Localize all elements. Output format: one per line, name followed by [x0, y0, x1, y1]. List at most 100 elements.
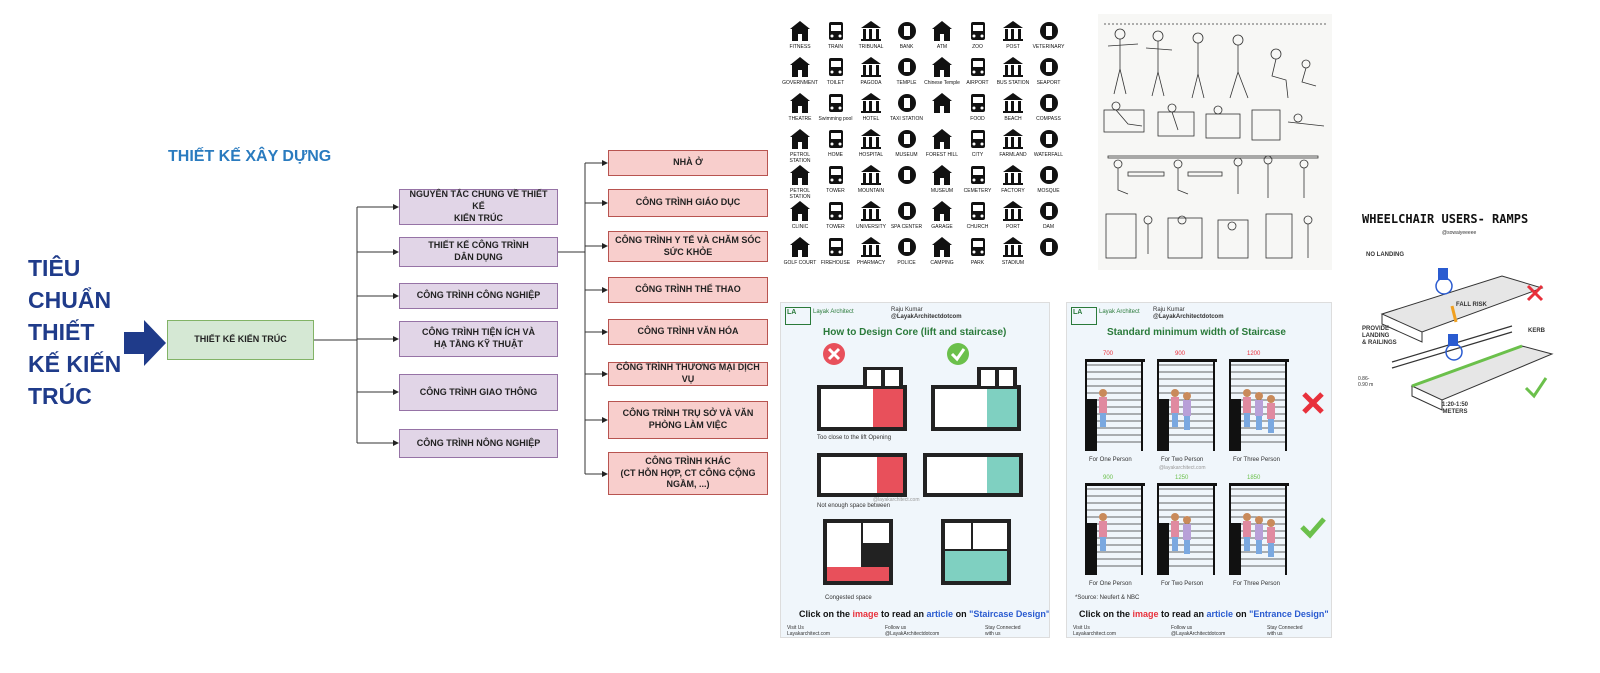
building-icon — [932, 201, 952, 221]
building-icon — [1039, 238, 1058, 256]
icon-label: AIRPORT — [966, 80, 989, 86]
icon-label: MUSEUM — [930, 188, 954, 194]
building-icon — [828, 130, 843, 148]
icon-label: TOILET — [826, 80, 845, 86]
building-icon — [970, 94, 985, 112]
core-design-panel[interactable]: LA Layak Architect Raju Kumar @LayakArch… — [780, 302, 1050, 638]
icon-label: THEATRE — [788, 116, 812, 122]
building-icon — [897, 238, 916, 256]
node-transport: CÔNG TRÌNH GIAO THÔNG — [399, 374, 558, 411]
stair-caption: For Two Person — [1161, 457, 1204, 463]
building-icon — [861, 129, 881, 149]
building-icon — [828, 58, 843, 76]
building-icon — [1039, 202, 1058, 220]
staircase-width-panel[interactable]: LA Layak Architect Raju Kumar @LayakArch… — [1066, 302, 1332, 638]
building-icon — [932, 21, 952, 41]
icon-label: DAM — [1042, 224, 1055, 230]
icon-label: FOOD — [970, 116, 985, 122]
building-icon — [1003, 165, 1023, 185]
building-icon — [1003, 237, 1023, 257]
building-icon — [970, 22, 985, 40]
building-icon — [790, 57, 810, 77]
icon-label: BEACH — [1004, 116, 1022, 122]
plan-bad-2 — [817, 453, 907, 497]
icon-label: WATERFALL — [1033, 152, 1064, 158]
cross-icon — [823, 343, 845, 365]
ramp-handle: @sowaiyeeeee — [1442, 230, 1477, 236]
caption-1: Too close to the lift Opening — [817, 435, 892, 441]
cta-link[interactable]: Click on the image to read an article on… — [799, 609, 1050, 619]
node-industrial: CÔNG TRÌNH CÔNG NGHIỆP — [399, 283, 558, 309]
building-icon — [828, 238, 843, 256]
icon-label: PETROL STATION — [789, 152, 811, 164]
node-commerce: CÔNG TRÌNH THƯƠNG MẠI DỊCH VỤ — [608, 362, 768, 386]
building-icon — [790, 165, 810, 185]
layak-logo: LA — [1071, 307, 1097, 325]
plan-bad-1 — [817, 367, 907, 431]
note-railing-height: 0.86- 0.90 m — [1358, 376, 1374, 388]
footer-connect: Stay Connected with us — [985, 625, 1021, 637]
building-icon — [828, 22, 843, 40]
icon-label: PETROL STATION — [789, 188, 811, 200]
core-panel-title: How to Design Core (lift and staircase) — [823, 327, 1007, 338]
ramp-title: WHEELCHAIR USERS- RAMPS — [1362, 212, 1529, 226]
icon-label: Chinese Temple — [924, 80, 960, 86]
node-agriculture: CÔNG TRÌNH NÔNG NGHIỆP — [399, 429, 558, 458]
icon-label: CLINIC — [791, 224, 809, 230]
stair-diagram — [1229, 359, 1289, 451]
icon-label: VETERINARY — [1032, 44, 1065, 50]
building-icon — [790, 93, 810, 113]
icon-label: GOVERNMENT — [782, 80, 818, 86]
plan-bad-3 — [823, 519, 893, 585]
stair-caption: For Two Person — [1161, 581, 1204, 587]
building-icon — [932, 93, 952, 113]
watermark: @layakarchitect.com — [873, 497, 920, 503]
footer-visit: Visit Us Layakarchitect.com — [1073, 625, 1117, 637]
footer-follow: Follow us @LayakArchitectdotcom — [885, 625, 940, 637]
stair-diagram — [1157, 359, 1217, 451]
plan-good-1 — [931, 367, 1021, 431]
icon-label: MUSEUM — [895, 152, 918, 158]
building-icon — [932, 57, 952, 77]
note-slope: 1:20-1:50 METERS — [1442, 402, 1469, 415]
stair-caption: For One Person — [1089, 457, 1132, 463]
standard-title: TIÊU CHUẨN THIẾT KẾ KIẾN TRÚC — [28, 255, 122, 409]
stair-width-label: 1850 — [1247, 475, 1261, 481]
footer-follow: Follow us @LayakArchitectdotcom — [1171, 625, 1226, 637]
cta-link[interactable]: Click on the image to read an article on… — [1079, 609, 1329, 619]
icon-label: PAGODA — [860, 80, 882, 86]
building-icon — [861, 237, 881, 257]
note-kerb: KERB — [1528, 328, 1546, 334]
author-handle: @LayakArchitectdotcom — [1153, 314, 1224, 320]
stair-width-label: 900 — [1103, 475, 1114, 481]
building-icon — [897, 166, 916, 184]
note-no-landing: NO LANDING — [1366, 252, 1404, 258]
building-icon — [1039, 58, 1058, 76]
building-icon — [1003, 57, 1023, 77]
watermark: @layakarchitect.com — [1159, 465, 1206, 471]
building-icon — [970, 202, 985, 220]
building-icon — [861, 201, 881, 221]
node-health: CÔNG TRÌNH Y TẾ VÀ CHĂM SÓC SỨC KHỎE — [608, 231, 768, 262]
icon-label: TEMPLE — [896, 80, 917, 86]
stair-diagram — [1085, 483, 1145, 575]
plan-good-2 — [923, 453, 1023, 497]
building-icon — [1003, 21, 1023, 41]
building-icon — [970, 58, 985, 76]
building-icon — [897, 202, 916, 220]
icon-label: POST — [1006, 44, 1020, 50]
building-icon — [790, 21, 810, 41]
icon-label: FITNESS — [789, 44, 811, 50]
building-icon — [1039, 22, 1058, 40]
brand-name: Layak Architect — [1099, 309, 1140, 315]
caption-2: Not enough space between — [817, 503, 891, 509]
footer-visit: Visit Us Layakarchitect.com — [787, 625, 831, 637]
building-icon — [1003, 201, 1023, 221]
building-icon — [1003, 93, 1023, 113]
icon-label: TAXI STATION — [889, 116, 924, 122]
icon-label: SEAPORT — [1036, 80, 1061, 86]
icon-label: STADIUM — [1001, 260, 1025, 266]
building-icon — [970, 238, 985, 256]
building-icon — [1039, 94, 1058, 112]
